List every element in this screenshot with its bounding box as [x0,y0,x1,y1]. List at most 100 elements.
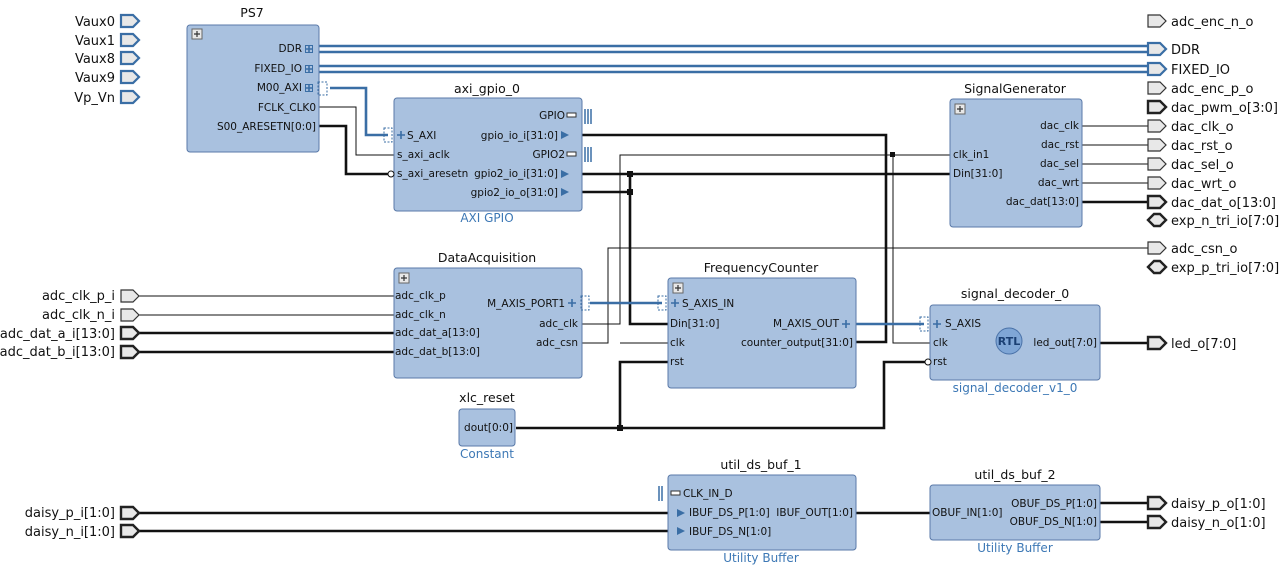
wire-ddr[interactable] [319,44,1148,54]
wires [139,44,1148,533]
block-util-ds-buf-2[interactable]: util_ds_buf_2 OBUF_IN[1:0] OBUF_DS_P[1:0… [929,467,1101,555]
block-axi-gpio[interactable]: axi_gpio_0 S_AXI s_axi_aclk s_axi_areset… [383,81,592,225]
port-exp-n-tri-io[interactable]: exp_n_tri_io[7:0] [1146,212,1279,229]
port-adc-dat-b-i[interactable]: adc_dat_b_i[13:0] [0,344,141,360]
pin-s-axis-in: S_AXIS_IN [682,298,734,310]
port-dac-rst-o[interactable]: dac_rst_o [1147,138,1233,154]
port-dac-pwm-o[interactable]: dac_pwm_o[3:0] [1146,99,1278,116]
block-data-acquisition[interactable]: DataAcquisition adc_clk_p adc_clk_n adc_… [393,250,590,379]
junction-dot [627,189,633,195]
port-adc-clk-n-i[interactable]: adc_clk_n_i [42,308,140,323]
junction-dot [617,425,623,431]
block-frequency-counter[interactable]: FrequencyCounter S_AXIS_IN Din[31:0] clk… [657,260,857,389]
port-arrow-icon [1146,194,1168,210]
port-daisy-n-i[interactable]: daisy_n_i[1:0] [25,523,141,540]
block-title: util_ds_buf_1 [720,457,801,472]
port-arrow-icon [1147,241,1167,255]
pin-ibuf-out: IBUF_OUT[1:0] [776,507,853,519]
port-adc-dat-a-i[interactable]: adc_dat_a_i[13:0] [0,325,141,342]
active-low-bubble [387,170,395,178]
block-body [393,97,583,212]
port-arrow-icon [119,344,141,360]
pin-fixed-io: FIXED_IO [254,63,302,75]
svg-text:adc_clk_n_i: adc_clk_n_i [42,308,115,323]
port-daisy-n-o[interactable]: daisy_n_o[1:0] [1146,514,1266,531]
port-adc-enc-n-o[interactable]: adc_enc_n_o [1147,14,1253,30]
block-util-ds-buf-1[interactable]: util_ds_buf_1 CLK_IN_D IBUF_DS_P[1:0] IB… [658,457,857,565]
pin-adc-csn: adc_csn [536,337,578,349]
block-body [458,408,516,447]
expand-plus-icon[interactable] [672,282,684,294]
input-arrow-icon [561,131,569,139]
wire-reset-2[interactable] [618,360,668,428]
pin-fclk-clk0: FCLK_CLK0 [258,102,316,114]
pin-led-out: led_out[7:0] [1033,337,1097,349]
port-exp-p-tri-io[interactable]: exp_p_tri_io[7:0] [1146,259,1279,276]
block-subtitle: Utility Buffer [723,551,799,565]
bus-bars-icon [919,316,929,332]
pin-gpio2: GPIO2 [532,149,565,161]
port-vaux0[interactable]: Vaux0 [75,13,141,30]
port-arrow-icon [119,523,141,539]
port-daisy-p-i[interactable]: daisy_p_i[1:0] [25,505,141,521]
wire-gpio-io-i[interactable] [582,133,888,344]
pin-adc-clk-n: adc_clk_n [395,309,446,321]
port-dac-clk-o[interactable]: dac_clk_o [1147,119,1234,135]
wire-adc-csn[interactable] [582,247,1148,344]
pin-dac-wrt: dac_wrt [1038,177,1079,189]
port-fixed-io[interactable]: FIXED_IO [1146,61,1230,78]
port-daisy-p-o[interactable]: daisy_p_o[1:0] [1146,495,1266,512]
input-arrow-icon [561,170,569,178]
pin-obuf-ds-n: OBUF_DS_N[1:0] [1010,516,1097,528]
wire-adc-clk-net-3[interactable] [892,155,930,344]
right-ports: adc_enc_n_o DDR FIXED_IO adc_enc_p_o dac… [1146,14,1279,531]
port-arrow-icon [119,505,141,521]
block-body [667,474,857,551]
pin-gpio2-io-o: gpio2_io_o[31:0] [471,187,558,199]
rtl-badge-icon: RTL [995,327,1023,355]
wire-reset[interactable] [516,360,928,430]
port-arrow-icon [119,325,141,341]
pin-ddr: DDR [279,43,302,55]
port-ddr[interactable]: DDR [1146,41,1200,58]
block-signal-generator[interactable]: SignalGenerator clk_in1 Din[31:0] dac_cl… [949,81,1083,228]
block-body [393,267,583,379]
wire-gpio2-io-o[interactable] [582,190,668,326]
port-adc-csn-o[interactable]: adc_csn_o [1147,241,1238,257]
port-vaux9[interactable]: Vaux9 [75,69,141,86]
block-subtitle: signal_decoder_v1_0 [953,381,1078,395]
wire-m00-axi[interactable] [330,86,388,137]
block-xlc-reset[interactable]: xlc_reset dout[0:0] Constant [458,390,516,461]
svg-text:Vaux8: Vaux8 [75,52,115,67]
port-vp-vn[interactable]: Vp_Vn [74,89,141,106]
expand-plus-icon[interactable] [954,103,966,115]
wire-aresetn[interactable] [319,124,392,176]
block-subtitle: Utility Buffer [977,541,1053,555]
svg-text:adc_dat_a_i[13:0]: adc_dat_a_i[13:0] [0,327,115,342]
pin-adc-dat-a: adc_dat_a[13:0] [395,327,480,339]
port-dac-sel-o[interactable]: dac_sel_o [1147,157,1234,173]
bus-bars-icon [657,295,667,311]
port-led-o[interactable]: led_o[7:0] [1146,335,1236,352]
pin-s00-aresetn: S00_ARESETN[0:0] [217,121,316,133]
port-vaux1[interactable]: Vaux1 [75,32,141,49]
wire-fclk[interactable] [319,106,394,156]
port-dac-dat-o[interactable]: dac_dat_o[13:0] [1146,194,1276,211]
block-ps7[interactable]: PS7 DDR FIXED_IO M00_AXI FCLK_CLK0 S00_A… [186,5,328,153]
wire-adc-clk-net[interactable] [582,154,950,325]
pin-rst: rst [670,356,684,368]
block-signal-decoder[interactable]: signal_decoder_0 S_AXIS clk rst RTL led_… [919,286,1101,395]
port-adc-clk-p-i[interactable]: adc_clk_p_i [42,289,140,304]
pin-din: Din[31:0] [670,318,719,330]
svg-text:daisy_p_o[1:0]: daisy_p_o[1:0] [1171,497,1266,512]
port-vaux8[interactable]: Vaux8 [75,50,141,67]
expand-plus-icon[interactable] [398,272,410,284]
expand-plus-icon[interactable] [191,28,203,40]
wire-fixed-io[interactable] [319,64,1148,74]
port-dac-wrt-o[interactable]: dac_wrt_o [1147,176,1236,192]
port-arrow-icon [1147,14,1167,28]
pin-m-axis-port1: M_AXIS_PORT1 [487,298,565,310]
interface-plus-icon [305,84,313,92]
port-adc-enc-p-o[interactable]: adc_enc_p_o [1147,81,1254,97]
block-body [667,277,857,389]
